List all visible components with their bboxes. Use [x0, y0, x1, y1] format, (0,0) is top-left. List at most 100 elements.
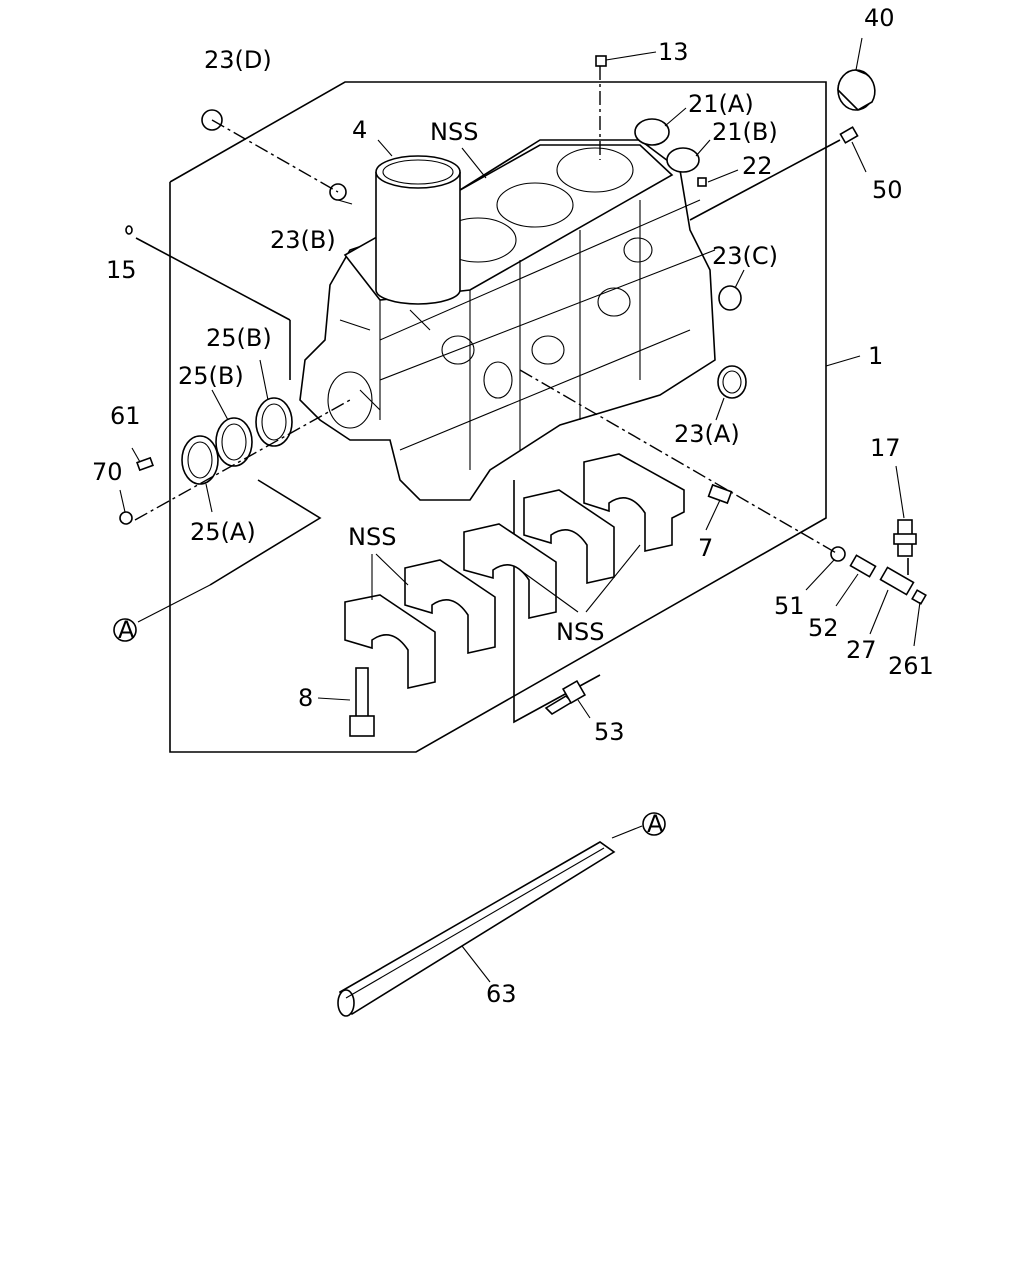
leader-261 [913, 601, 921, 647]
leader-27 [869, 589, 889, 635]
label-22: 22 [742, 152, 773, 180]
assembly-frame [169, 81, 827, 753]
label-15: 15 [106, 256, 137, 284]
bearing-cap-1 [344, 594, 436, 689]
part-21b-plug [666, 147, 700, 173]
part-27-fitting [879, 566, 915, 596]
label-nss-top: NSS [430, 118, 478, 146]
leader-40 [855, 37, 863, 71]
part-8-bolt [349, 667, 375, 737]
label-21a: 21(A) [688, 90, 754, 118]
label-25b-1: 25(B) [178, 362, 244, 390]
label-27: 27 [846, 636, 877, 664]
leader-8 [317, 697, 351, 701]
label-61: 61 [110, 402, 141, 430]
label-40: 40 [864, 4, 895, 32]
bearing-cap-2 [404, 559, 496, 654]
ref-a-bottom-letter: A [118, 616, 135, 644]
ref-a-bottom-circle [113, 618, 137, 642]
bearing-cap-3 [463, 523, 557, 619]
part-17-fitting [893, 519, 917, 557]
label-53: 53 [594, 718, 625, 746]
part-13-plug [595, 55, 607, 67]
part-51-washer [830, 546, 846, 562]
label-23d: 23(D) [204, 46, 272, 74]
part-22-plug [697, 177, 707, 187]
part-21a-plug [634, 118, 670, 146]
label-23b: 23(B) [270, 226, 336, 254]
label-17: 17 [870, 434, 901, 462]
leader-21a [664, 107, 687, 127]
ref-a-shaft-letter: A [647, 810, 664, 838]
leader-nss-right-b [585, 544, 641, 613]
label-4: 4 [352, 116, 367, 144]
label-7: 7 [698, 534, 713, 562]
frame-notch [209, 479, 322, 586]
leader-13 [605, 51, 657, 61]
leader-63 [461, 945, 491, 983]
leader-1 [825, 355, 861, 367]
label-50: 50 [872, 176, 903, 204]
bushing-25b-2 [255, 397, 293, 447]
leader-70 [119, 489, 126, 513]
leader-61 [131, 447, 141, 463]
leader-50-b [851, 141, 867, 173]
label-nss-left: NSS [348, 523, 396, 551]
part-7-plug [707, 483, 733, 505]
cylinder-block [299, 139, 716, 501]
leader-53 [577, 699, 591, 719]
label-25b-2: 25(B) [206, 324, 272, 352]
leader-nss-left-b [375, 553, 409, 586]
leader-25a [205, 483, 213, 513]
label-nss-right: NSS [556, 618, 604, 646]
label-8: 8 [298, 684, 313, 712]
part-52-connector [849, 554, 877, 578]
leader-50 [689, 139, 841, 221]
label-13: 13 [658, 38, 689, 66]
part-53-bolt [544, 679, 587, 716]
label-51: 51 [774, 592, 805, 620]
leader-17 [895, 465, 905, 519]
leader-nss-top [461, 147, 487, 179]
leader-23c [734, 269, 745, 289]
label-21b: 21(B) [712, 118, 778, 146]
leader-51 [805, 559, 835, 591]
leader-15 [135, 237, 291, 321]
part-23c-seal [718, 285, 742, 311]
part-70-plug [119, 511, 133, 525]
leader-nss-right-a [519, 569, 579, 613]
part-261-plug [911, 589, 927, 605]
leader-21b [695, 139, 711, 157]
part-23a-seal [717, 365, 747, 399]
label-23a: 23(A) [674, 420, 740, 448]
part-63-pipe [337, 841, 616, 1017]
label-63: 63 [486, 980, 517, 1008]
bushing-25a [181, 435, 219, 485]
leader-25b-1 [211, 389, 229, 421]
leader-22 [707, 169, 739, 183]
cylinder-liner [375, 155, 461, 305]
centerline-23d [211, 119, 339, 193]
leader-7 [705, 499, 721, 531]
leader-23b [337, 199, 353, 205]
label-23c: 23(C) [712, 242, 778, 270]
bushing-25b-1 [215, 417, 253, 467]
part-40-cap [837, 69, 876, 111]
leader-ref-a-shaft [611, 825, 643, 839]
leader-ref-a-bottom [137, 584, 211, 623]
centerline-51 [519, 369, 839, 555]
label-1: 1 [868, 342, 883, 370]
ref-a-shaft-circle [642, 812, 666, 836]
leader-4 [377, 139, 393, 157]
leader-52 [835, 573, 859, 607]
centerline-bushing [134, 399, 351, 521]
leader-23a [715, 397, 725, 421]
label-261: 261 [888, 652, 934, 680]
bearing-cap-5 [583, 453, 685, 552]
leader-25b-2 [259, 359, 269, 401]
part-61-pin [136, 456, 154, 472]
label-52: 52 [808, 614, 839, 642]
label-25a: 25(A) [190, 518, 256, 546]
